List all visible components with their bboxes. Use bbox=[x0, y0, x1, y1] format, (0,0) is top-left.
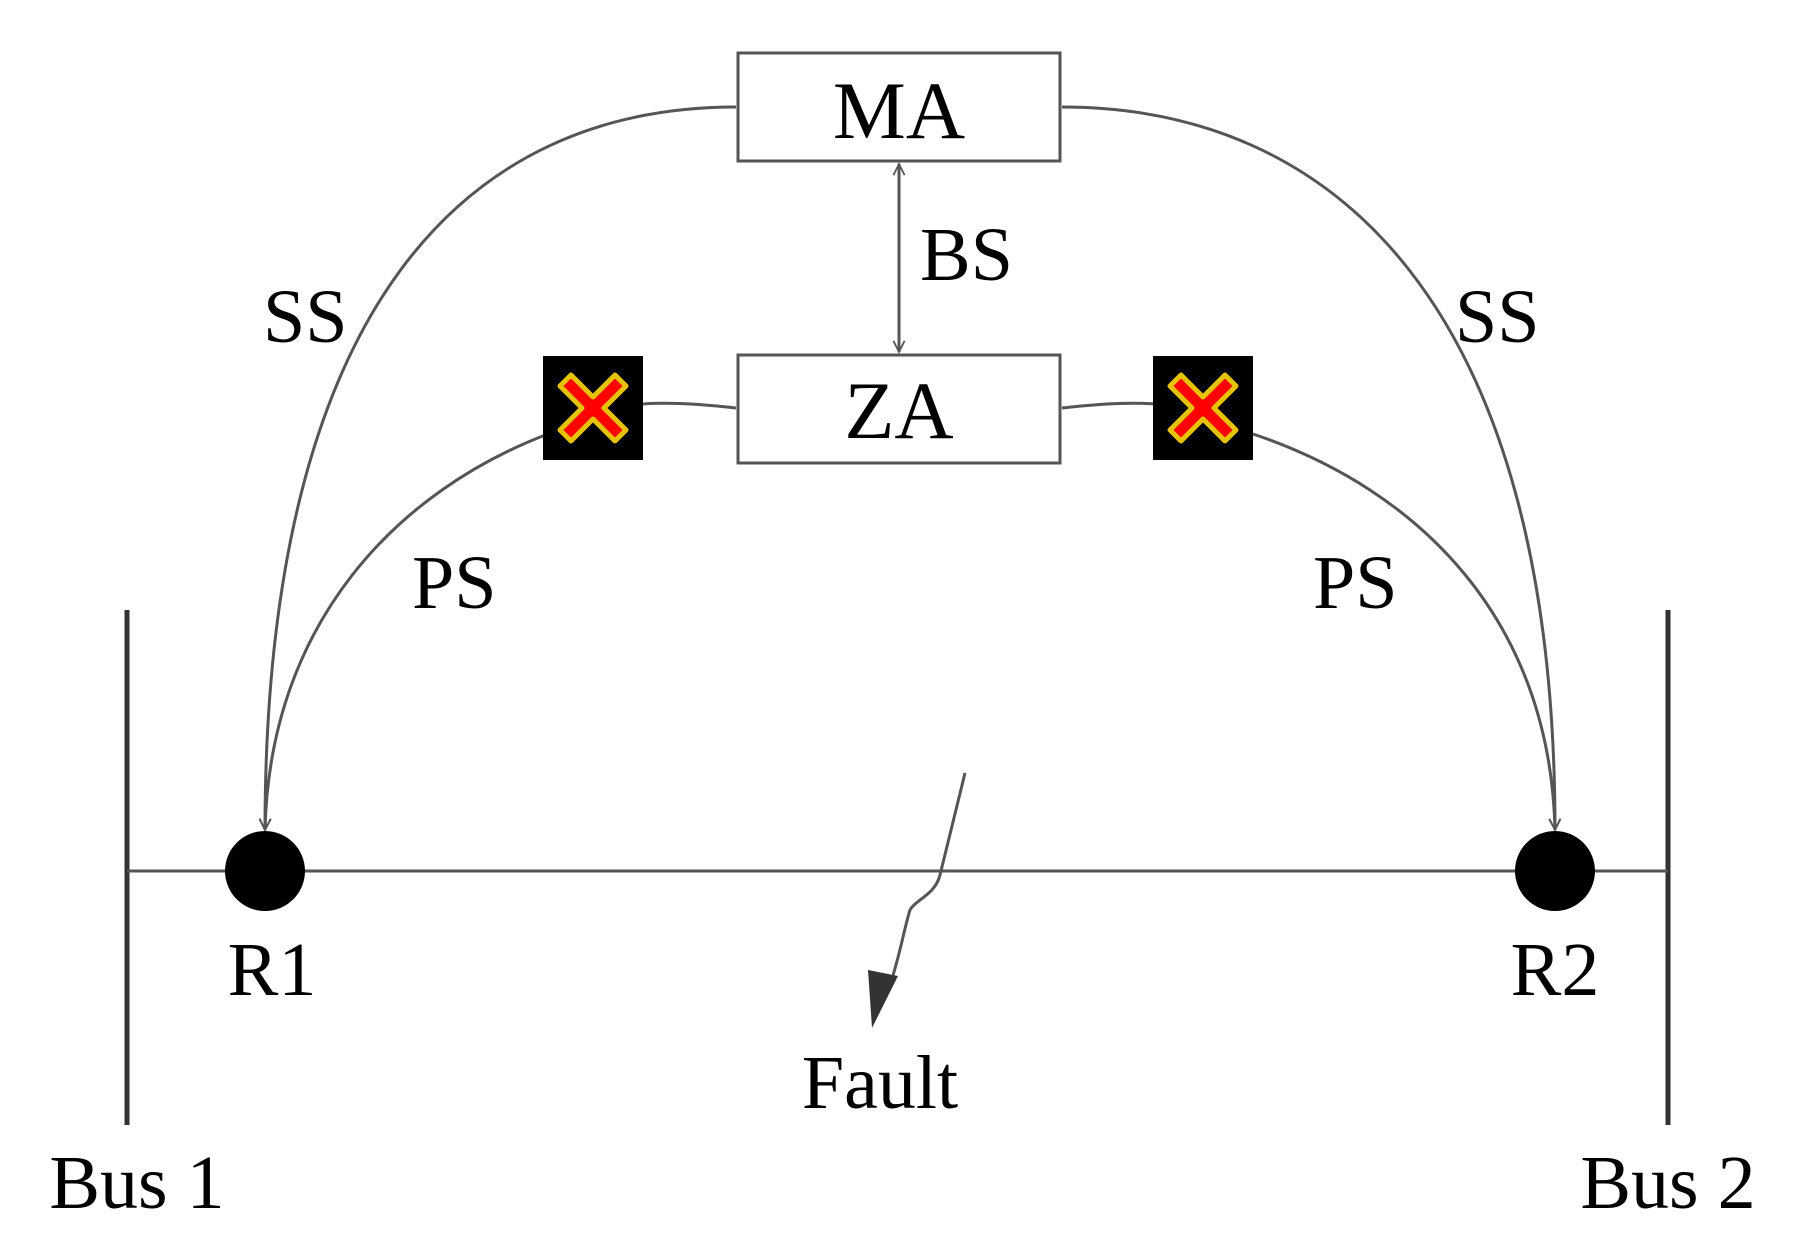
ps-link-left-top bbox=[642, 401, 737, 410]
ps-link-left bbox=[265, 432, 549, 830]
ma-label: MA bbox=[833, 65, 965, 156]
ss-right-label: SS bbox=[1455, 275, 1540, 359]
ps-link-right bbox=[1252, 432, 1555, 830]
r2-label: R2 bbox=[1511, 928, 1600, 1012]
relay-r2-icon bbox=[1515, 831, 1595, 911]
ss-left-label: SS bbox=[263, 275, 348, 359]
ps-link-right-top bbox=[1061, 401, 1157, 410]
ss-link-right bbox=[1061, 105, 1555, 830]
fault-arrow bbox=[888, 772, 967, 986]
r1-label: R1 bbox=[228, 928, 317, 1012]
bs-label: BS bbox=[920, 213, 1013, 297]
ps-right-label: PS bbox=[1313, 541, 1398, 625]
relay-r1-icon bbox=[225, 831, 305, 911]
za-label: ZA bbox=[844, 365, 953, 456]
za-box bbox=[736, 353, 1062, 465]
bus-2-label: Bus 2 bbox=[1580, 1141, 1755, 1225]
ma-box bbox=[736, 51, 1062, 163]
link-failure-left-x-mark-icon bbox=[543, 356, 643, 460]
bus-1-label: Bus 1 bbox=[49, 1141, 224, 1225]
link-failure-right-x-mark-icon bbox=[1153, 356, 1253, 460]
fault-arrowhead-icon bbox=[868, 970, 898, 1028]
fault-label: Fault bbox=[802, 1041, 958, 1125]
ss-link-left bbox=[265, 105, 737, 830]
ps-left-label: PS bbox=[412, 541, 497, 625]
